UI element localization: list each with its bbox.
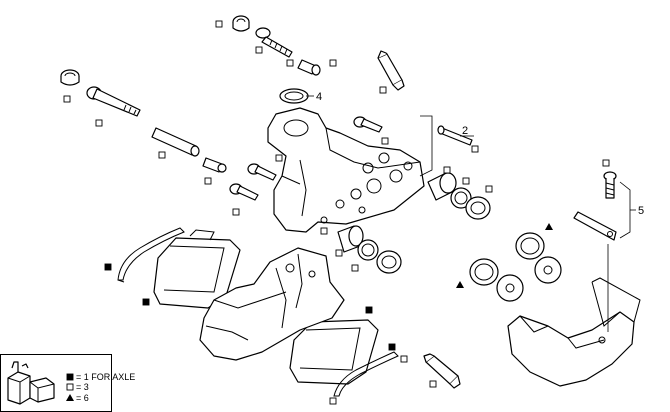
legend: = 1 FOR AXLE = 3 = 6 bbox=[0, 354, 135, 412]
legend-open-square bbox=[66, 383, 74, 391]
legend-triangle-text: = 6 bbox=[76, 393, 89, 403]
small-screw-2 bbox=[229, 183, 259, 201]
right-piston-seal bbox=[450, 187, 472, 209]
small-screw-1 bbox=[247, 163, 277, 181]
retaining-bar bbox=[573, 211, 617, 241]
lower-piston-seal bbox=[357, 239, 379, 261]
left-bushing bbox=[60, 69, 80, 86]
legend-open-square-text: = 3 bbox=[76, 382, 89, 392]
disc-lower bbox=[496, 274, 524, 302]
quantity-markers bbox=[63, 20, 610, 405]
caliper-carrier bbox=[199, 247, 345, 361]
grease-tube-top bbox=[377, 50, 405, 91]
right-piston bbox=[427, 172, 457, 201]
grease-tube-bottom bbox=[423, 353, 461, 389]
support-bracket bbox=[507, 277, 641, 387]
lower-piston-boot bbox=[376, 250, 402, 274]
pad-retaining-spring-upper bbox=[117, 227, 185, 283]
disc-upper bbox=[534, 256, 562, 284]
long-guide-bolt bbox=[86, 86, 141, 117]
long-sleeve bbox=[151, 127, 200, 157]
pad-retaining-spring-lower bbox=[333, 351, 399, 397]
bleed-screw bbox=[353, 116, 383, 133]
lower-piston bbox=[337, 225, 364, 253]
legend-kit-icon bbox=[7, 361, 55, 405]
top-adjust-screw bbox=[255, 27, 293, 58]
short-sleeve bbox=[202, 157, 227, 173]
seal-ring-upper bbox=[515, 232, 545, 260]
leader-lines bbox=[306, 95, 636, 332]
o-ring bbox=[279, 88, 309, 104]
brake-pad-outer bbox=[289, 319, 379, 385]
legend-filled-square bbox=[66, 373, 74, 381]
callout-2: 2 bbox=[462, 125, 468, 137]
caliper-housing bbox=[267, 107, 425, 233]
cap-screw bbox=[603, 171, 617, 199]
callout-4: 4 bbox=[316, 91, 322, 103]
top-bushing bbox=[232, 15, 250, 32]
top-sleeve bbox=[297, 59, 321, 76]
seal-ring-lower bbox=[469, 258, 499, 286]
legend-filled-square-text: = 1 FOR AXLE bbox=[76, 372, 135, 382]
legend-triangle bbox=[66, 394, 74, 401]
right-piston-boot bbox=[465, 196, 491, 220]
callout-5: 5 bbox=[638, 205, 644, 217]
